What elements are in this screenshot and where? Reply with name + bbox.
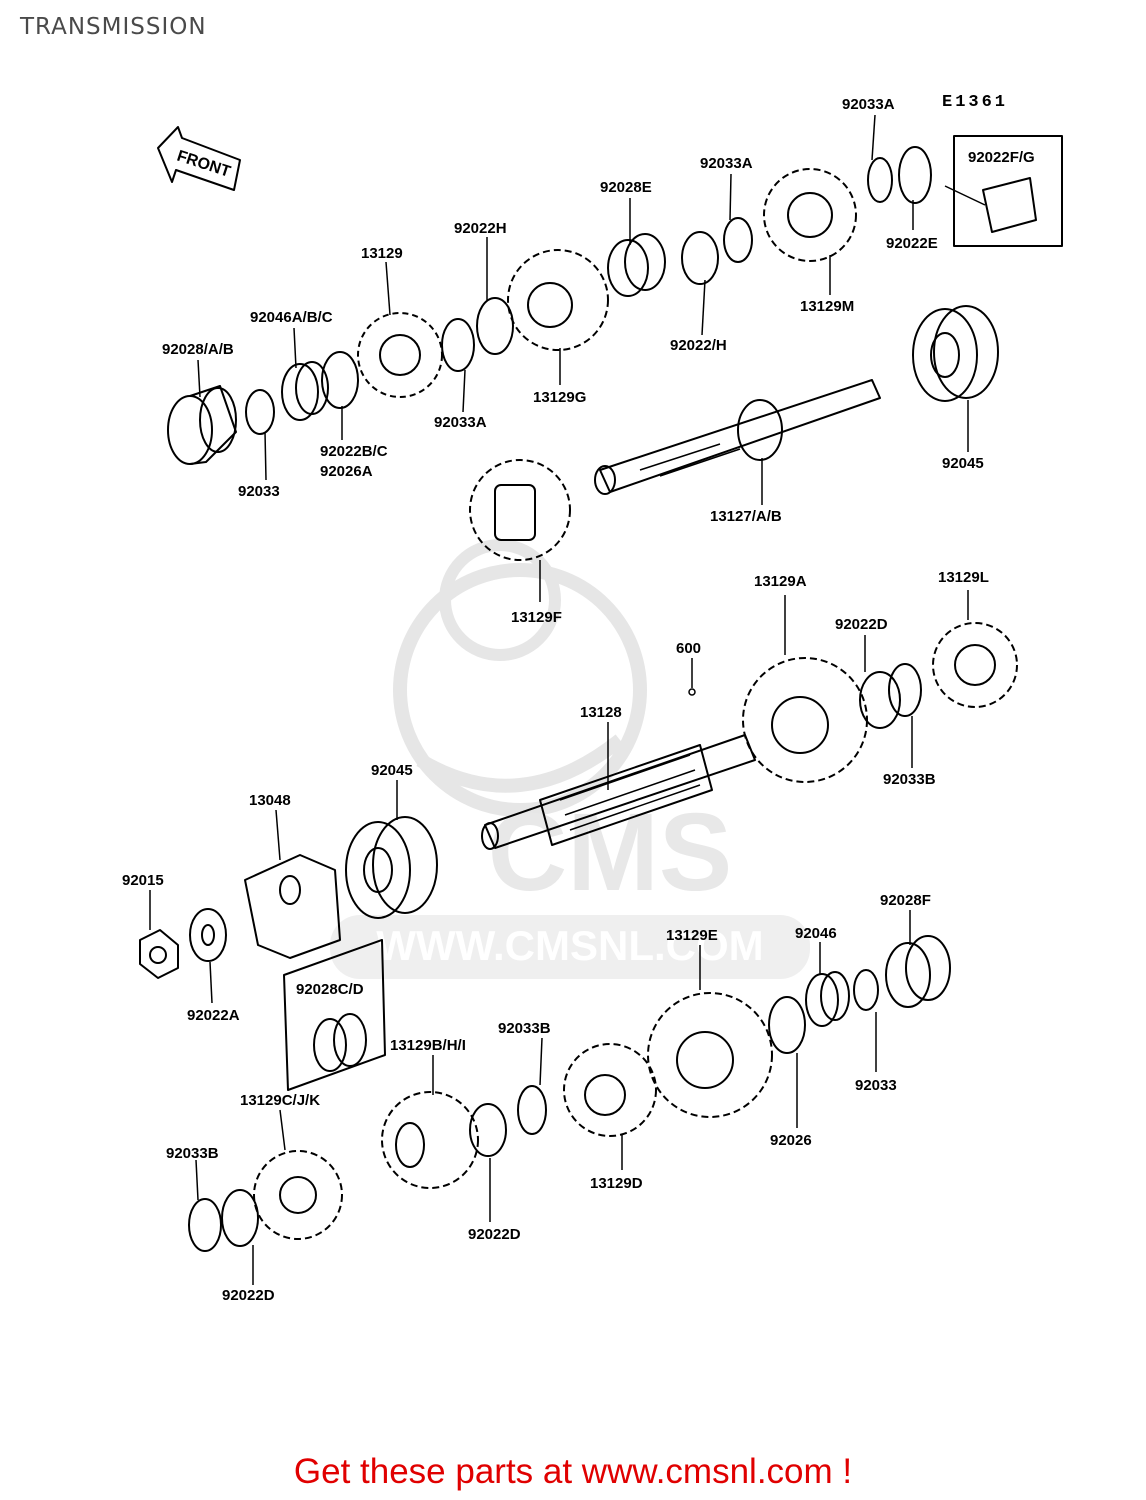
front-label: FRONT (175, 148, 233, 181)
mainshaft-13128-icon (481, 734, 756, 850)
part-label-13129M[interactable]: 13129M (800, 298, 854, 315)
washer-92022BC-icon (321, 351, 359, 409)
part-label-13128[interactable]: 13128 (580, 704, 622, 721)
leader-lines (149, 114, 986, 1285)
circlip-92033A-top-icon (867, 157, 893, 203)
part-label-600[interactable]: 600 (676, 640, 701, 657)
collar-92028F-icon (885, 935, 951, 1008)
washer-92026-icon (768, 996, 806, 1054)
part-label-13048[interactable]: 13048 (249, 792, 291, 809)
diagram-code: E1361 (942, 93, 1008, 112)
part-label-92045-top[interactable]: 92045 (942, 455, 984, 472)
part-label-92026[interactable]: 92026 (770, 1132, 812, 1149)
part-label-92045-mid[interactable]: 92045 (371, 762, 413, 779)
part-label-92022D-top[interactable]: 92022D (835, 616, 888, 633)
part-label-92033-low[interactable]: 92033 (855, 1077, 897, 1094)
part-label-92022H[interactable]: 92022H (454, 220, 507, 237)
part-label-92026A[interactable]: 92026A (320, 463, 373, 480)
gear-13129G-icon (507, 249, 609, 351)
part-label-13129[interactable]: 13129 (361, 245, 403, 262)
circlip-92033B-mid-icon (517, 1085, 547, 1135)
circlip-92033A-icon (441, 318, 475, 372)
part-label-92033A-mid[interactable]: 92033A (700, 155, 753, 172)
part-label-13129CJK[interactable]: 13129C/J/K (240, 1092, 320, 1109)
bushing-92028CD-icon (313, 1013, 367, 1072)
part-label-92033[interactable]: 92033 (238, 483, 280, 500)
bearing-92045-mid-icon (345, 816, 438, 919)
washer-92022E-icon (898, 146, 932, 204)
part-label-13129D[interactable]: 13129D (590, 1175, 643, 1192)
washer-92022H-2-icon (681, 231, 719, 285)
gear-13129BHI-icon (381, 1091, 479, 1189)
washer-92022D-top-icon (859, 671, 901, 729)
part-label-92022E[interactable]: 92022E (886, 235, 938, 252)
needle-bearing-92046-icon (805, 971, 850, 1027)
part-label-92033B-mid[interactable]: 92033B (498, 1020, 551, 1037)
gear-13129F-icon (469, 459, 571, 561)
part-label-13129A[interactable]: 13129A (754, 573, 807, 590)
part-label-13127AB[interactable]: 13127/A/B (710, 508, 782, 525)
circlip-92033B-low-icon (188, 1198, 222, 1252)
bearing-92045-top-icon (912, 305, 999, 402)
collar-92028AB-icon (167, 385, 237, 465)
page-title: TRANSMISSION (20, 14, 207, 40)
needle-bearing-92046ABC-icon (281, 361, 329, 421)
countershaft-13127-icon (594, 379, 881, 495)
part-label-13129E[interactable]: 13129E (666, 927, 718, 944)
sprocket-collar-13048-icon (244, 854, 341, 959)
part-label-13129F[interactable]: 13129F (511, 609, 562, 626)
part-label-13129BHI[interactable]: 13129B/H/I (390, 1037, 466, 1054)
watermark-brand: CMS (488, 791, 732, 914)
part-label-92022BC[interactable]: 92022B/C (320, 443, 388, 460)
circlip-92033B-top-icon (888, 663, 922, 717)
part-label-13129L[interactable]: 13129L (938, 569, 989, 586)
part-label-13129G[interactable]: 13129G (533, 389, 586, 406)
part-label-92028E[interactable]: 92028E (600, 179, 652, 196)
part-label-92028F[interactable]: 92028F (880, 892, 931, 909)
part-label-92022FG[interactable]: 92022F/G (968, 149, 1035, 166)
part-label-92028CD[interactable]: 92028C/D (296, 981, 364, 998)
gear-13129-icon (357, 312, 443, 398)
nut-92015-icon (139, 929, 179, 979)
part-label-92015[interactable]: 92015 (122, 872, 164, 889)
circlip-92033-low-icon (853, 969, 879, 1011)
gear-13129L-icon (932, 622, 1018, 708)
part-label-92022D-mid[interactable]: 92022D (468, 1226, 521, 1243)
part-label-92022H-2[interactable]: 92022/H (670, 337, 727, 354)
oil-jet-600-icon (688, 688, 696, 696)
circlip-92033A-mid-icon (723, 217, 753, 263)
part-labels: 92033A 92022F/G 92033A 92028E 92022H 131… (122, 96, 1035, 1304)
gear-13129A-icon (742, 657, 868, 783)
washer-92022A-icon (189, 908, 227, 962)
washer-92022D-low-icon (221, 1189, 259, 1247)
gear-13129M-icon (763, 168, 857, 262)
footer-shop-link[interactable]: Get these parts at www.cmsnl.com ! (293, 1452, 853, 1491)
part-label-92033B-top[interactable]: 92033B (883, 771, 936, 788)
part-label-92033A-top[interactable]: 92033A (842, 96, 895, 113)
cmsnl-watermark: CMS WWW.CMSNL.COM (330, 539, 810, 979)
circlip-92033-icon (245, 389, 275, 435)
watermark-url: WWW.CMSNL.COM (376, 922, 763, 969)
circlip-inset-icon (982, 177, 1037, 233)
part-label-92033B-low[interactable]: 92033B (166, 1145, 219, 1162)
gear-13129E-icon (647, 992, 773, 1118)
washer-92022H-icon (476, 297, 514, 355)
part-label-92033A-low[interactable]: 92033A (434, 414, 487, 431)
gear-13129D-icon (563, 1043, 657, 1137)
part-label-92022D-low[interactable]: 92022D (222, 1287, 275, 1304)
front-arrow-icon: FRONT (157, 126, 241, 191)
washer-92022D-mid-icon (469, 1103, 507, 1157)
inset-box-92028CD (283, 939, 386, 1091)
part-label-92046ABC[interactable]: 92046A/B/C (250, 309, 333, 326)
part-label-92022A[interactable]: 92022A (187, 1007, 240, 1024)
bushing-92028E-icon (607, 233, 666, 297)
gear-13129CJK-icon (253, 1150, 343, 1240)
part-label-92046[interactable]: 92046 (795, 925, 837, 942)
part-label-92028AB[interactable]: 92028/A/B (162, 341, 234, 358)
